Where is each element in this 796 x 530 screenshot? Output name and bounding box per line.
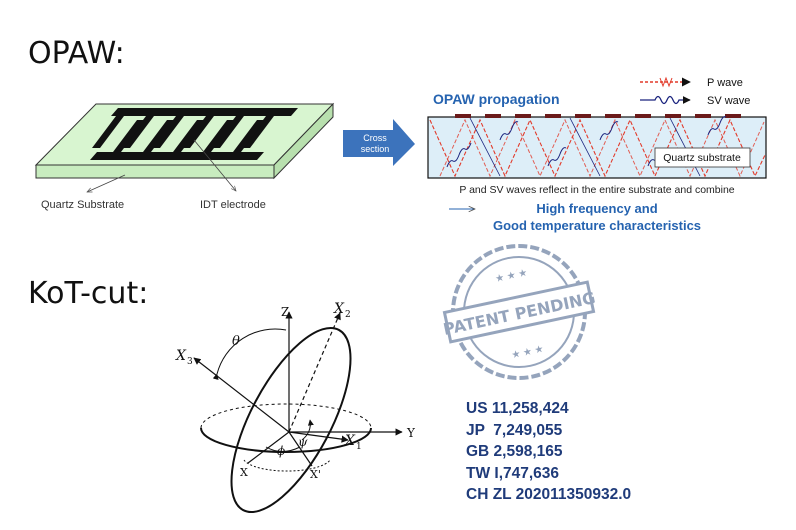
axis-x1-label: X [344, 433, 356, 449]
opaw-heading: OPAW: [28, 36, 125, 71]
kot-cut-axes-diagram [193, 311, 403, 513]
axis-x2-sub: 2 [345, 310, 351, 320]
electrode-pointer [193, 139, 236, 191]
patent-jp: JP 7,249,055 [466, 421, 563, 439]
cross-arrow-label-2: section [361, 144, 390, 154]
benefit-line-1: High frequency and [536, 201, 657, 216]
idt-top-bus [111, 108, 298, 116]
axis-y-label: Y [406, 426, 416, 440]
svg-text:★ ★ ★: ★ ★ ★ [511, 344, 545, 362]
axis-x2-label: X [333, 301, 345, 317]
quartz-substrate-label: Quartz Substrate [41, 199, 124, 211]
idt-fingers-bottom [113, 120, 265, 152]
opaw-propagation-title: OPAW propagation [433, 91, 560, 107]
axis-x3-sub: 3 [187, 357, 193, 367]
quartz-device [34, 102, 335, 193]
benefit-line-2: Good temperature characteristics [493, 218, 701, 233]
patent-gb: GB 2,598,165 [466, 443, 563, 460]
legend-sv-wave-label: SV wave [707, 95, 750, 107]
idt-bottom-bus [90, 152, 264, 160]
legend-sv-wave [640, 95, 691, 105]
svg-text:★ ★ ★: ★ ★ ★ [494, 268, 528, 286]
kot-axis-labels: Z Y X X' X 1 X 2 X 3 θ ϕ ψ [175, 301, 416, 481]
patent-pending-stamp: ★ ★ ★ ★ ★ ★ PATENT PENDING [442, 244, 597, 380]
axis-z-label: Z [281, 305, 289, 319]
legend-p-wave-label: P wave [707, 77, 743, 89]
axis-x-label: X [240, 466, 248, 479]
cross-section-substrate [427, 114, 767, 179]
patent-us: US 11,258,424 [466, 400, 569, 417]
patent-ch: CH ZL 202011350932.0 [466, 486, 632, 503]
axis-x-prime-label: X' [310, 468, 321, 481]
idt-electrode-label: IDT electrode [200, 199, 266, 211]
patent-list: US 11,258,424 JP 7,249,055 GB 2,598,165 … [466, 398, 631, 506]
theta-label: θ [232, 334, 240, 349]
substrate-pointer [87, 174, 126, 193]
patent-tw: TW I,747,636 [466, 464, 560, 482]
psi-label: ψ [298, 435, 308, 449]
kot-cut-heading: KoT-cut: [28, 276, 149, 311]
legend-p-wave [640, 76, 691, 88]
cross-section-caption: P and SV waves reflect in the entire sub… [459, 184, 734, 196]
cross-arrow-label-1: Cross [363, 133, 387, 143]
axis-x1-sub: 1 [356, 442, 362, 452]
phi-label: ϕ [277, 444, 285, 458]
axis-x3-label: X [175, 348, 187, 364]
cross-section-arrow [343, 119, 415, 166]
quartz-substrate-box-label: Quartz substrate [663, 152, 741, 164]
